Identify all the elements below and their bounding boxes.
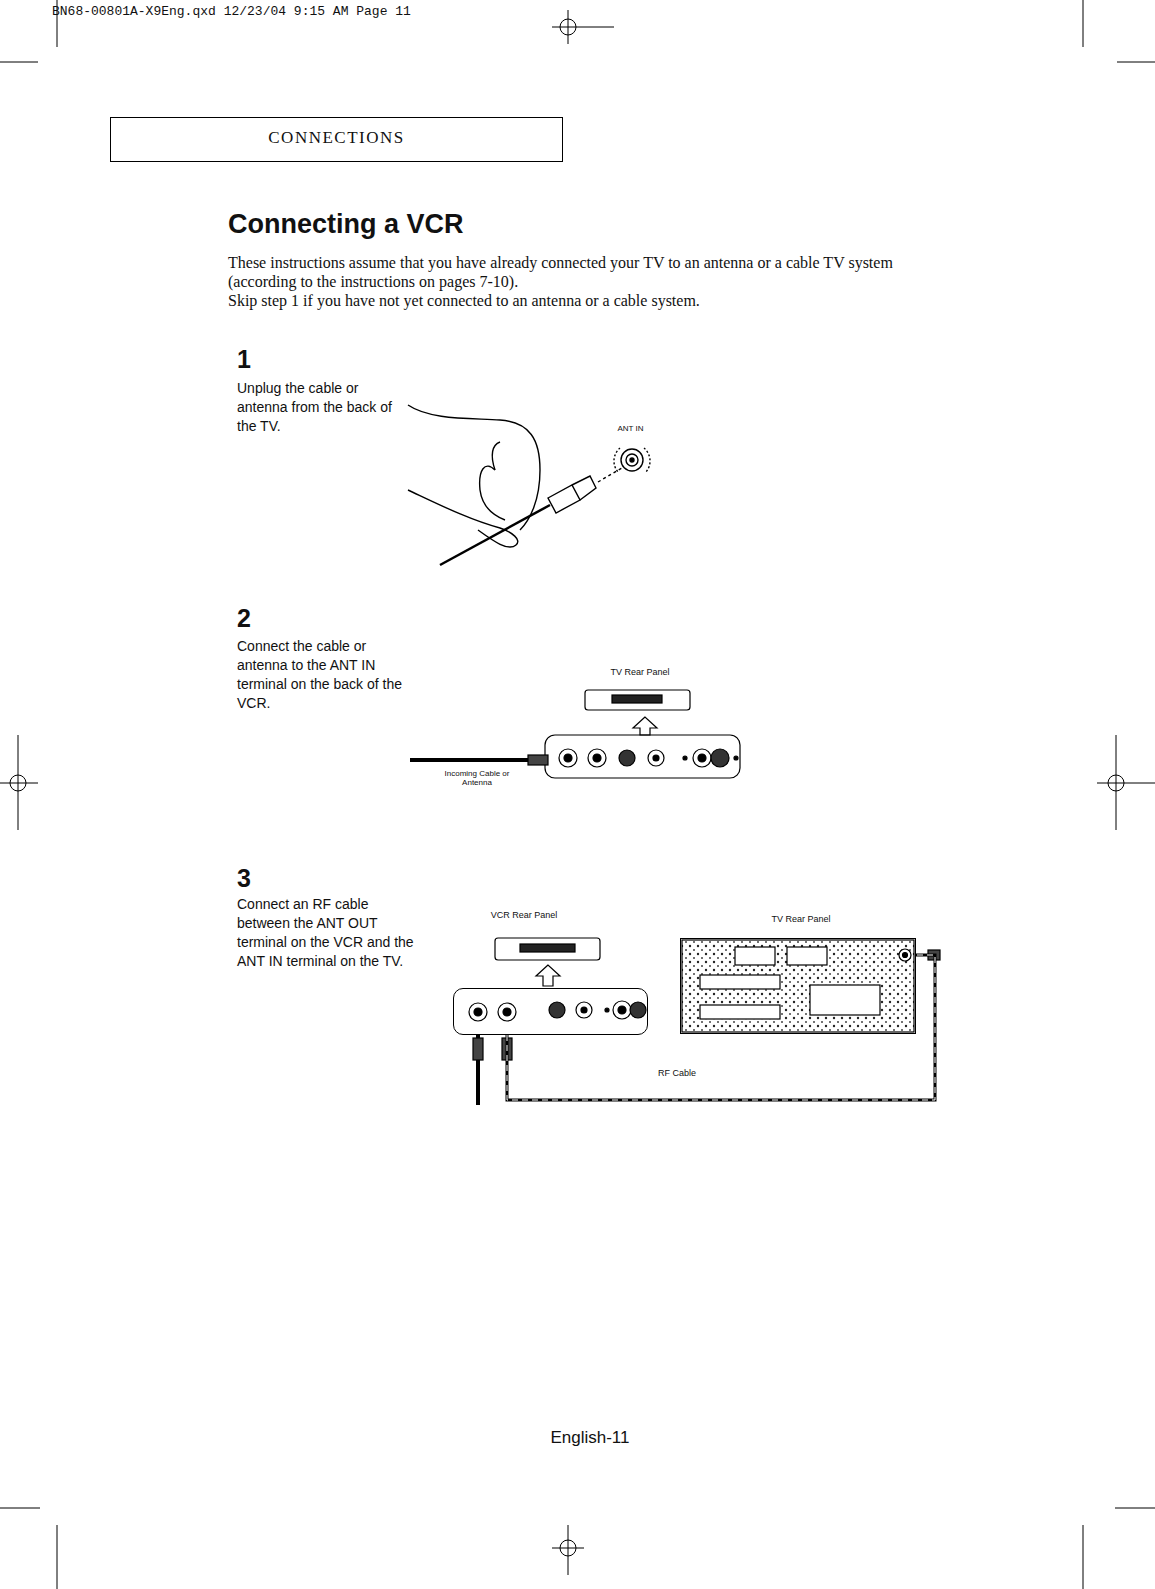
vcr-panel-step3 (469, 938, 940, 1105)
vcr-rear-panel: VCR Rear Panel (453, 988, 648, 1035)
panel-heading: TV Rear Panel (721, 914, 881, 924)
cable-core (507, 955, 935, 1100)
section-header-box: CONNECTIONS (110, 117, 563, 162)
hand-unplugging (408, 405, 650, 565)
page-number: English-11 (515, 1428, 665, 1448)
step-number: 1 (237, 345, 267, 374)
step-text: Connect the cable or antenna to the ANT … (237, 637, 407, 713)
tv-rear-panel: TV Rear Panel (680, 938, 916, 1034)
panel-label: TV Rear Panel (585, 667, 695, 677)
intro-note: Skip step 1 if you have not yet connecte… (228, 291, 958, 310)
panel-heading: VCR Rear Panel (434, 910, 614, 920)
section-title: CONNECTIONS (111, 128, 562, 148)
cable-label: RF Cable (655, 1068, 699, 1078)
step-number: 3 (237, 864, 267, 893)
cable-label: Incoming Cable or Antenna (440, 769, 514, 787)
intro-text: These instructions assume that you have … (228, 253, 958, 291)
step-text: Connect an RF cable between the ANT OUT … (237, 895, 417, 971)
step-text: Unplug the cable or antenna from the bac… (237, 379, 397, 436)
page-title: Connecting a VCR (228, 209, 464, 240)
jack-label: ANT IN (608, 424, 653, 433)
step-number: 2 (237, 604, 267, 633)
rf-cable (507, 955, 935, 1100)
vcr-panel-step2 (410, 690, 740, 778)
file-header: BN68-00801A-X9Eng.qxd 12/23/04 9:15 AM P… (52, 4, 612, 19)
